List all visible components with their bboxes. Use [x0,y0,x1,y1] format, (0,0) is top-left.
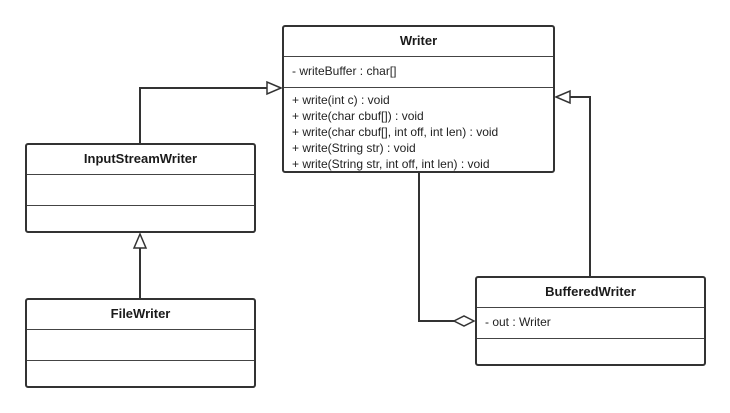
generalization-arrowhead-writer-right [554,89,571,105]
operations-section-bufferedwriter [477,338,704,364]
operation-write-char-array: + write(char cbuf[]) : void [292,109,424,123]
attributes-section-bufferedwriter: - out : Writer [477,308,704,338]
generalization-line-inputstreamwriter-writer [139,87,267,143]
aggregation-line-writer-bufferedwriter [418,173,455,322]
class-filewriter[interactable]: FileWriter [25,298,256,388]
operations-section-writer: + write(int c) : void + write(char cbuf[… [284,87,553,171]
class-writer[interactable]: Writer - writeBuffer : char[] + write(in… [282,25,555,173]
class-name-writer: Writer [284,27,553,57]
operations-section-inputstreamwriter [27,205,254,231]
attribute-writebuffer: - writeBuffer : char[] [292,64,397,78]
generalization-arrowhead-inputstreamwriter [132,232,148,249]
attribute-out: - out : Writer [485,315,551,329]
class-name-inputstreamwriter: InputStreamWriter [27,145,254,175]
class-name-bufferedwriter: BufferedWriter [477,278,704,308]
generalization-line-bufferedwriter-writer [570,96,591,276]
attributes-section-filewriter [27,330,254,360]
generalization-arrowhead-writer-left [266,80,283,96]
class-bufferedwriter[interactable]: BufferedWriter - out : Writer [475,276,706,366]
aggregation-diamond-bufferedwriter [452,315,476,327]
attributes-section-inputstreamwriter [27,175,254,205]
attributes-section-writer: - writeBuffer : char[] [284,57,553,87]
operation-write-string: + write(String str) : void [292,141,416,155]
operation-write-int: + write(int c) : void [292,93,390,107]
class-inputstreamwriter[interactable]: InputStreamWriter [25,143,256,233]
class-name-filewriter: FileWriter [27,300,254,330]
operation-write-string-range: + write(String str, int off, int len) : … [292,157,490,171]
operation-write-char-array-range: + write(char cbuf[], int off, int len) :… [292,125,499,139]
operations-section-filewriter [27,360,254,386]
